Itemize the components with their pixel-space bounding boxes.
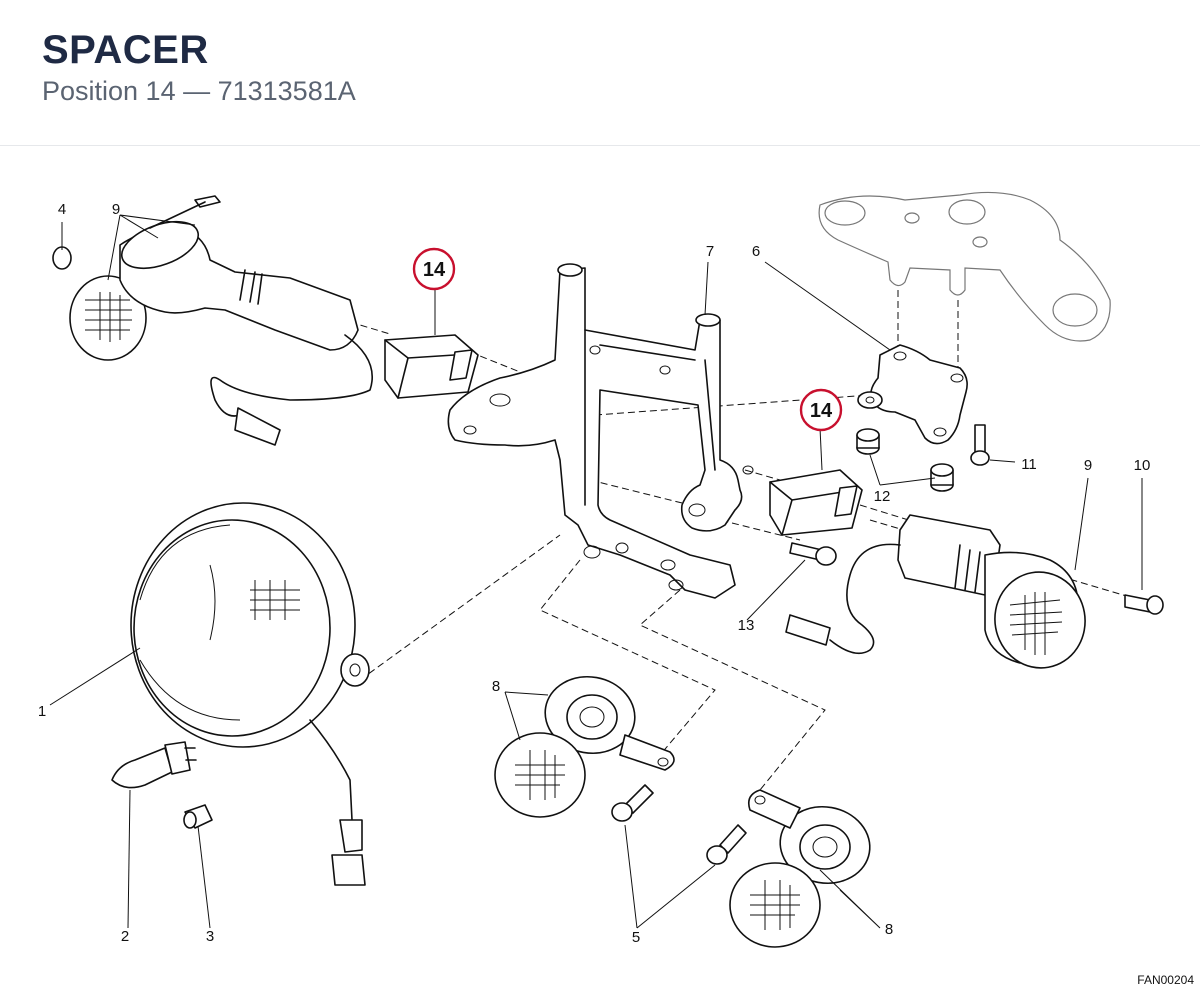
callout-14-right: 14	[810, 400, 833, 422]
screw-13	[789, 542, 837, 566]
callout-13: 13	[738, 617, 755, 634]
callout-3: 3	[206, 928, 214, 945]
callout-11: 11	[1021, 456, 1037, 473]
part-subtitle: Position 14 — 71313581A	[42, 76, 356, 106]
headlight-support-frame	[447, 263, 754, 599]
highlight-callout-right: 14	[799, 388, 843, 432]
steering-head-bracket	[818, 191, 1111, 342]
screw-5-lower	[706, 824, 747, 865]
spacer-right	[769, 469, 863, 536]
highlight-ring-left	[412, 247, 456, 291]
highlight-callout-left: 14	[412, 247, 456, 291]
callout-numbers: 1 2 3 4 5 6 7 8 8 9 9 10 11 12 13	[38, 201, 1151, 946]
leader-lines	[49, 214, 1143, 929]
callout-12: 12	[874, 488, 891, 505]
screw-11	[970, 424, 990, 466]
turn-signal-right	[785, 514, 1164, 669]
headlight-bulb	[111, 741, 197, 789]
highlight-ring-right	[799, 388, 843, 432]
callout-10: 10	[1134, 457, 1151, 474]
horn-lower	[729, 789, 871, 948]
headlight-unit	[130, 502, 370, 886]
page-header: SPACER Position 14 — 71313581A	[0, 0, 1200, 146]
callout-2: 2	[121, 928, 129, 945]
horn-upper	[494, 675, 675, 818]
callout-4: 4	[58, 201, 66, 218]
callout-7: 7	[706, 243, 714, 260]
callout-9-right: 9	[1084, 457, 1092, 474]
parking-bulb	[183, 804, 213, 829]
callout-6: 6	[752, 243, 760, 260]
screw-5-upper	[611, 784, 654, 822]
page-title: SPACER	[42, 28, 209, 72]
callout-5: 5	[632, 929, 640, 946]
callout-14-left: 14	[423, 259, 446, 281]
spacer-left	[384, 334, 479, 399]
callout-1: 1	[38, 703, 46, 720]
turn-signal-left	[52, 195, 374, 446]
drawing-code: FAN00204	[1137, 973, 1194, 987]
grommet-upper	[856, 428, 880, 455]
bracket-plate	[857, 344, 968, 445]
grommet-lower	[930, 463, 954, 492]
callout-8-lower: 8	[885, 921, 893, 938]
callout-8-upper: 8	[492, 678, 500, 695]
callout-9-left: 9	[112, 201, 120, 218]
